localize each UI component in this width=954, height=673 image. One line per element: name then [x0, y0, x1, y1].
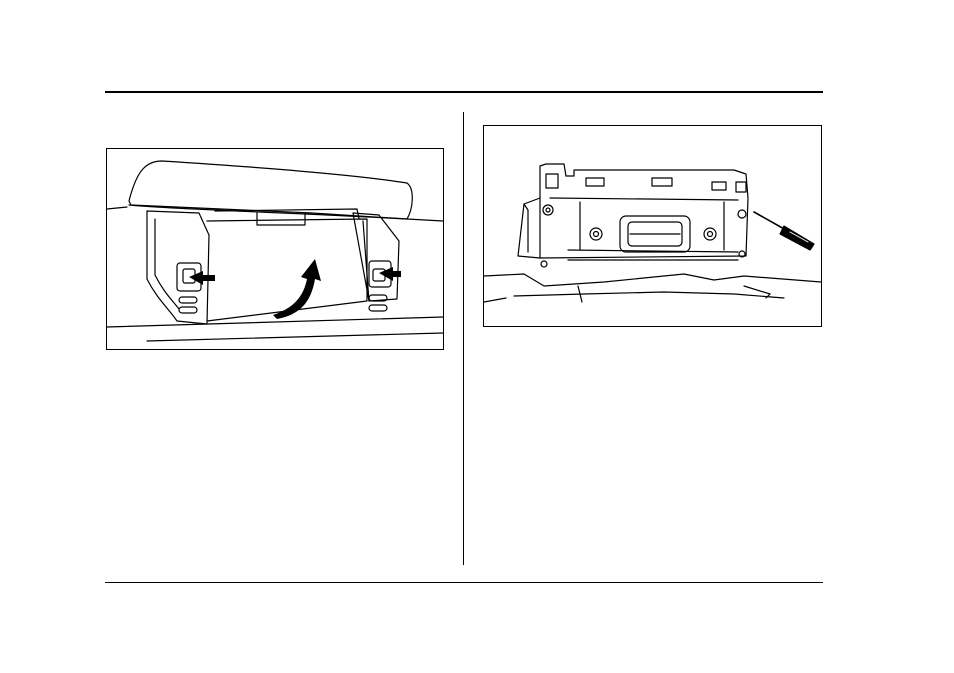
- glove-box-latch-illustration: [107, 149, 443, 349]
- header-rule: [105, 91, 823, 93]
- column-divider: [463, 112, 464, 565]
- figure-left: [106, 148, 444, 350]
- figure-right: [483, 125, 822, 327]
- footer-rule: [105, 582, 823, 583]
- unit-removal-illustration: [484, 126, 821, 326]
